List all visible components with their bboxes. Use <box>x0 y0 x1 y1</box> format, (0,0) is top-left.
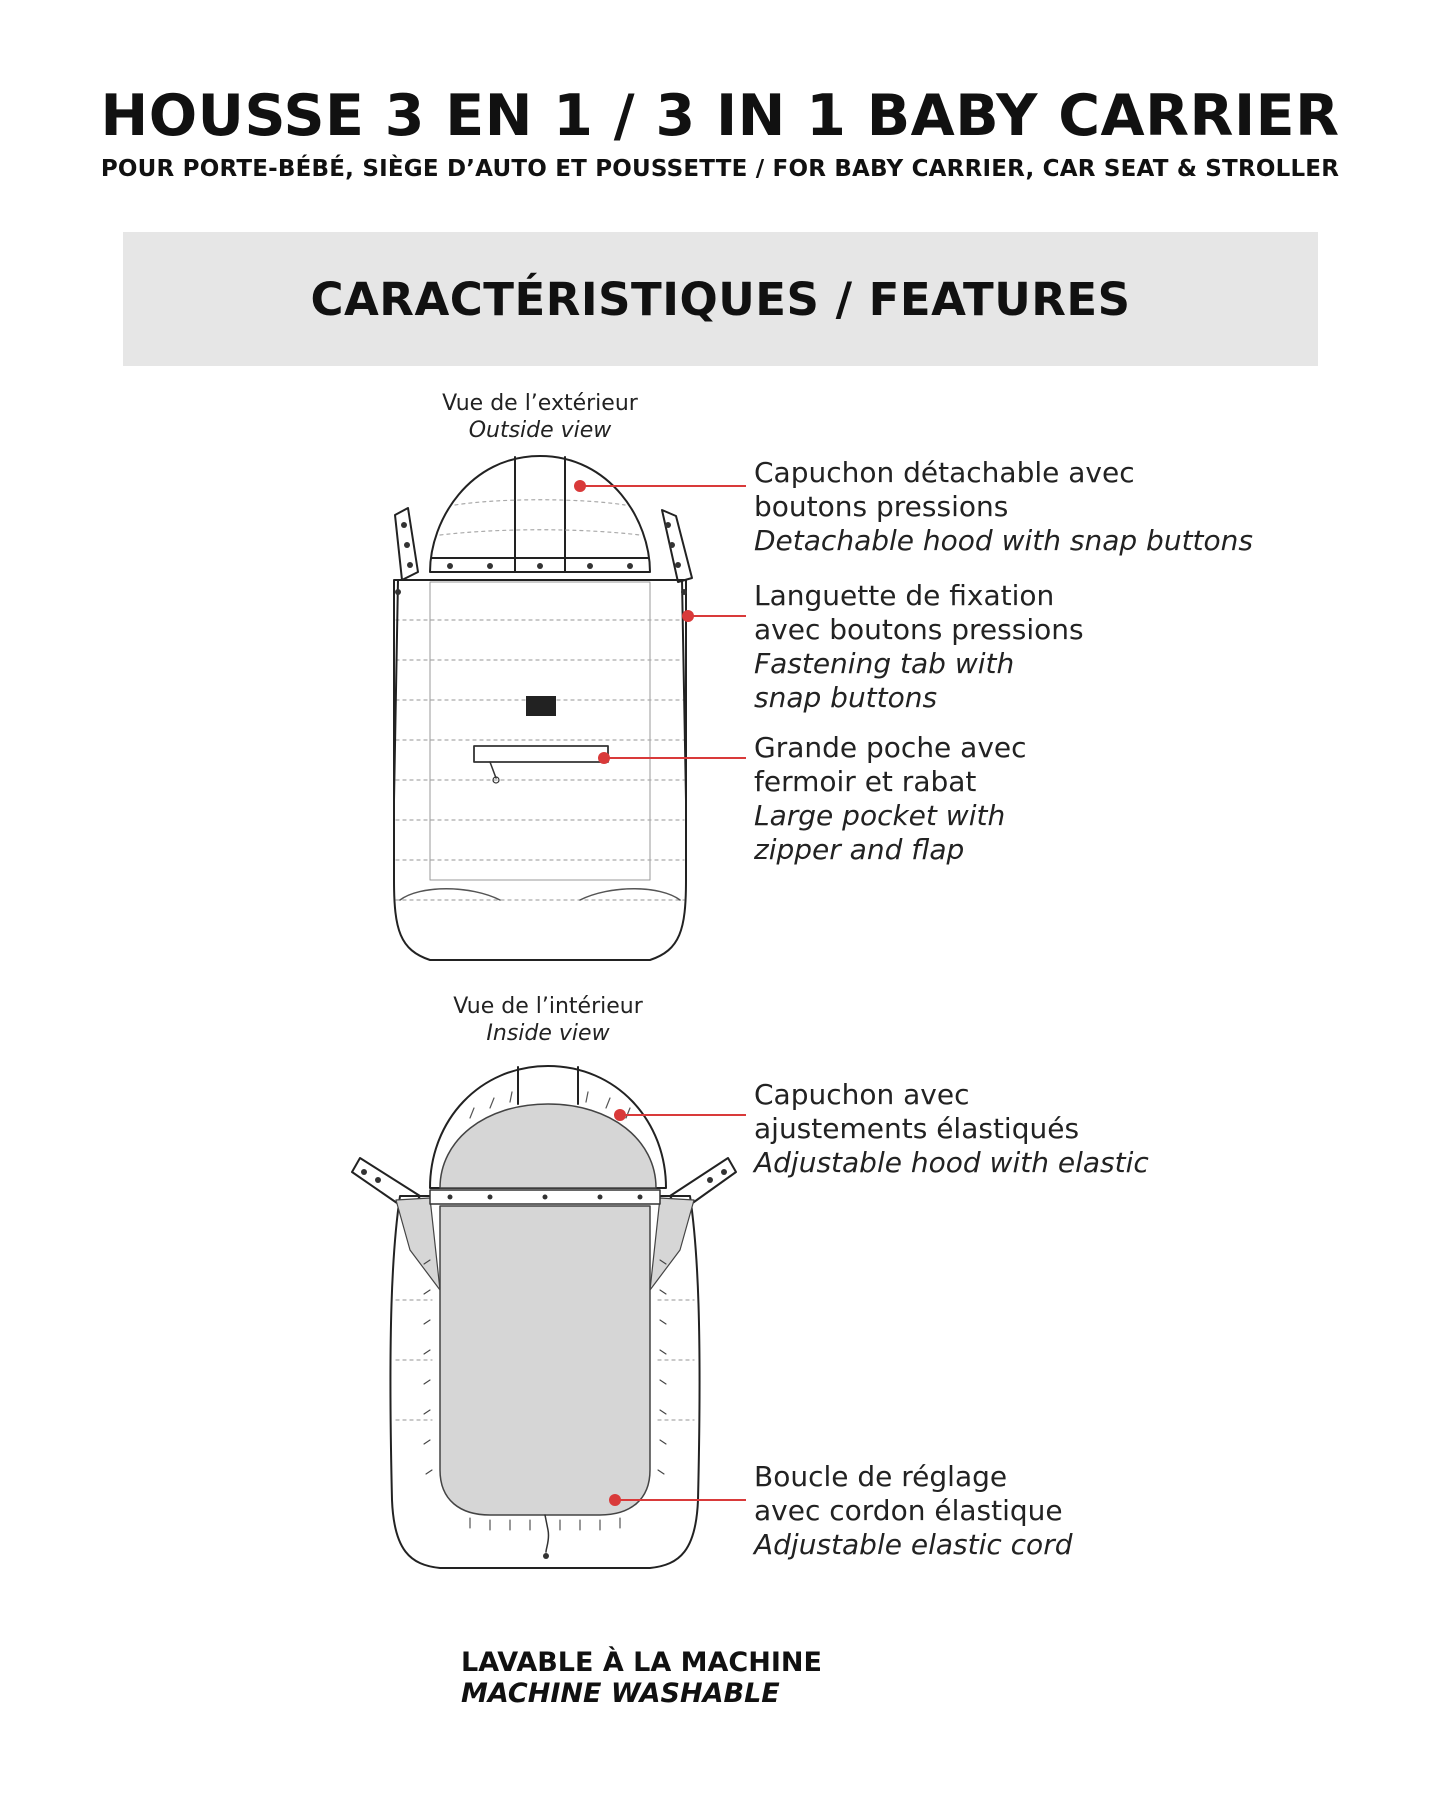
inside-view-caption: Vue de l’intérieur Inside view <box>428 993 668 1047</box>
callout-fr-line: avec cordon élastique <box>754 1494 1063 1527</box>
callout-detachable-hood: Capuchon détachable avec boutons pressio… <box>754 456 1253 558</box>
outside-body <box>393 579 687 961</box>
callout-en-line: Large pocket with <box>754 799 1006 832</box>
inside-left-strap <box>351 1157 421 1213</box>
callout-fr-line: avec boutons pressions <box>754 613 1084 646</box>
section-title: CARACTÉRISTIQUES / FEATURES <box>310 272 1131 326</box>
outside-view-caption-fr: Vue de l’extérieur <box>442 391 638 416</box>
section-band: CARACTÉRISTIQUES / FEATURES <box>123 232 1318 366</box>
callout-fr-line: Capuchon avec <box>754 1078 970 1111</box>
left-fastening-tab <box>394 507 419 581</box>
callout-fastening-tab: Languette de fixation avec boutons press… <box>754 579 1084 715</box>
page-title: HOUSSE 3 EN 1 / 3 IN 1 BABY CARRIER <box>100 83 1340 149</box>
callout-fr-line: Boucle de réglage <box>754 1460 1008 1493</box>
inside-view-caption-fr: Vue de l’intérieur <box>453 994 643 1019</box>
outside-hood <box>429 455 651 573</box>
callout-elastic-cord: Boucle de réglage avec cordon élastique … <box>754 1460 1072 1562</box>
inside-view-drawing <box>351 1065 737 1569</box>
inside-right-strap <box>669 1157 737 1213</box>
outside-view-caption-en: Outside view <box>468 418 612 443</box>
callout-fr-line: Capuchon détachable avec <box>754 456 1135 489</box>
callout-large-pocket: Grande poche avec fermoir et rabat Large… <box>754 731 1027 867</box>
brand-logo <box>526 696 556 716</box>
machine-washable-fr: LAVABLE À LA MACHINE <box>461 1647 822 1678</box>
callout-fr-line: Languette de fixation <box>754 579 1055 612</box>
callout-fr-line: boutons pressions <box>754 490 1009 523</box>
callout-lines <box>574 480 746 1506</box>
pocket-zipper <box>473 745 609 763</box>
callout-fr-line: Grande poche avec <box>754 731 1027 764</box>
callout-adjustable-hood: Capuchon avec ajustements élastiqués Adj… <box>754 1078 1149 1180</box>
machine-washable-note: LAVABLE À LA MACHINE MACHINE WASHABLE <box>461 1647 822 1709</box>
outside-view-caption: Vue de l’extérieur Outside view <box>420 390 660 444</box>
page-subtitle: POUR PORTE-BÉBÉ, SIÈGE D’AUTO ET POUSSET… <box>100 156 1340 182</box>
elastic-cord <box>544 1514 550 1553</box>
inside-view-caption-en: Inside view <box>486 1021 610 1046</box>
inside-lining-panel <box>439 1205 651 1516</box>
callout-en-line: zipper and flap <box>754 833 965 866</box>
callout-en-line: Detachable hood with snap buttons <box>754 524 1253 557</box>
inside-hood <box>429 1065 667 1189</box>
callout-en-line: Adjustable elastic cord <box>754 1528 1073 1561</box>
inside-hood-lining <box>439 1103 657 1189</box>
callout-fr-line: fermoir et rabat <box>754 765 977 798</box>
callout-fr-line: ajustements élastiqués <box>754 1112 1080 1145</box>
callout-en-line: Adjustable hood with elastic <box>754 1146 1149 1179</box>
machine-washable-en: MACHINE WASHABLE <box>461 1678 780 1709</box>
callout-en-line: snap buttons <box>754 681 938 714</box>
outside-view-drawing <box>393 455 693 961</box>
inside-body <box>389 1195 701 1569</box>
callout-en-line: Fastening tab with <box>754 647 1015 680</box>
right-fastening-tab <box>661 509 693 583</box>
